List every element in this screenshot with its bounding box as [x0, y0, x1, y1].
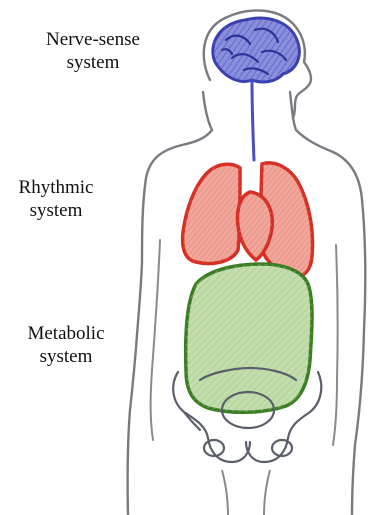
label-nerve-sense-line1: Nerve-sense	[18, 28, 168, 51]
leg-line-left	[222, 470, 228, 515]
spinal-cord	[252, 80, 254, 160]
abdomen-icon	[186, 264, 312, 412]
label-rhythmic-line1: Rhythmic	[0, 176, 112, 199]
label-metabolic-line2: system	[6, 345, 126, 368]
brain-icon	[213, 18, 299, 82]
label-metabolic-line1: Metabolic	[6, 322, 126, 345]
leg-line-right	[264, 470, 270, 515]
arm-line-left	[151, 240, 160, 440]
label-nerve-sense-system: Nerve-sense system	[18, 28, 168, 74]
label-nerve-sense-line2: system	[18, 51, 168, 74]
label-rhythmic-system: Rhythmic system	[0, 176, 112, 222]
label-metabolic-system: Metabolic system	[6, 322, 126, 368]
label-rhythmic-line2: system	[0, 199, 112, 222]
arm-line-right	[333, 245, 338, 445]
